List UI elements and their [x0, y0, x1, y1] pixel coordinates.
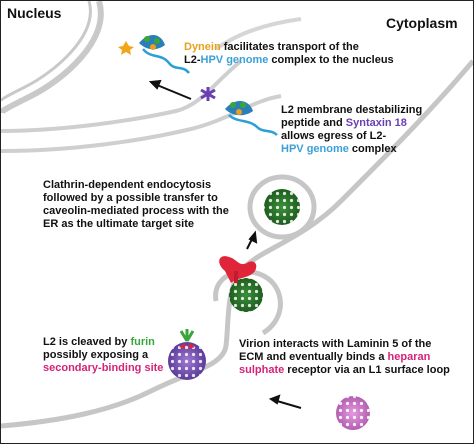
caption-endocytosis: Clathrin-dependent endocytosis followed …: [43, 179, 229, 230]
er-membrane-3: [214, 17, 302, 51]
nuclear-membrane-outer: [1, 1, 104, 115]
dynein-star: [118, 41, 134, 55]
caption-syntaxin: L2 membrane destabilizing peptide and Sy…: [281, 104, 423, 155]
label-nucleus: Nucleus: [7, 5, 62, 21]
arrow-to-vesicle: [246, 230, 258, 250]
term-dynein: Dynein: [184, 41, 221, 53]
term-furin: furin: [130, 336, 155, 348]
nuclear-membrane-inner: [1, 1, 92, 102]
caption-laminin: Virion interacts with Laminin 5 of the E…: [239, 338, 450, 376]
furin-marker: [179, 329, 195, 342]
arrow-incoming: [268, 394, 302, 409]
receptor-stem: [234, 271, 238, 283]
arrow-to-nucleus: [148, 79, 192, 100]
term-secondary-binding-site: secondary-binding site: [43, 362, 164, 374]
genome-complex-nuclear: [139, 34, 190, 74]
caption-dynein: Dynein facilitates transport of the L2-H…: [184, 41, 394, 66]
receptor-red: [219, 256, 257, 283]
syntaxin-asterisk: [200, 87, 216, 101]
caption-furin: L2 is cleaved by furin possibly exposing…: [43, 336, 164, 374]
genome-complex-er: [225, 100, 278, 136]
term-sulphate: sulphate: [239, 364, 285, 376]
term-heparan: heparan: [387, 351, 431, 363]
label-cytoplasm: Cytoplasm: [386, 15, 458, 31]
term-syntaxin: Syntaxin 18: [345, 117, 407, 129]
endocytic-pit: [213, 269, 283, 336]
er-membrane-1: [1, 59, 243, 133]
er-membrane-2: [1, 94, 282, 153]
